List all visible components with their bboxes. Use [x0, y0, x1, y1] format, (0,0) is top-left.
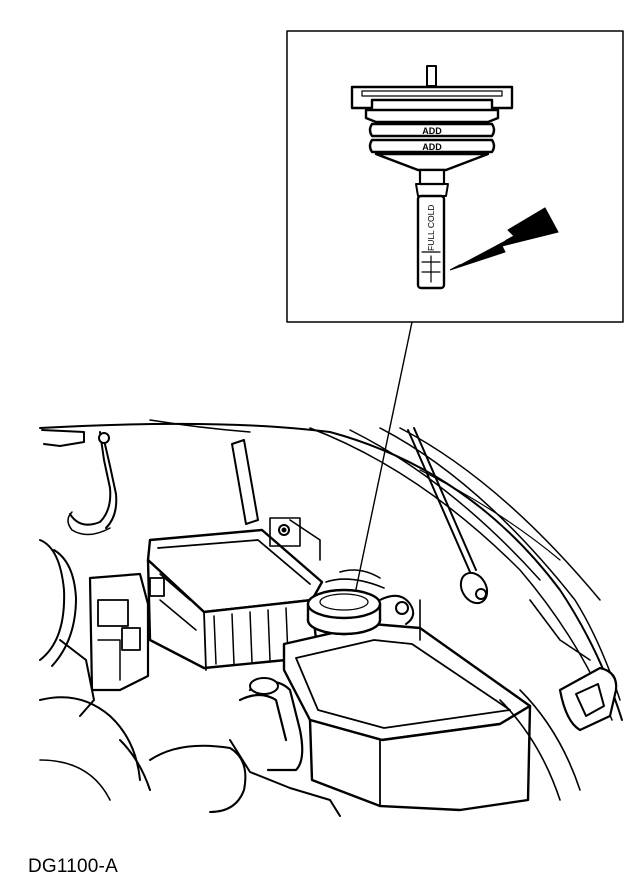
cap-ring-upper	[364, 108, 500, 124]
cap-top-plate	[350, 85, 514, 110]
pointer-arrow	[449, 207, 559, 271]
coolant-reservoir-body	[308, 704, 532, 812]
reservoir-cap	[306, 588, 382, 636]
dipstick-shaft	[416, 194, 446, 290]
hose-left	[39, 539, 66, 661]
lower-mark-text: ADD	[422, 142, 442, 152]
dipstick-neck	[418, 168, 446, 186]
figure-id-label: DG1100-A	[28, 856, 118, 877]
cap-taper	[374, 152, 490, 172]
full-cold-label: FULL COLD	[426, 205, 436, 251]
cap-handle-nub	[426, 65, 437, 87]
upper-mark-text: ADD	[422, 126, 442, 136]
engine-bay	[39, 419, 623, 817]
hood-prop-rod	[407, 427, 477, 573]
lower-engine-parts	[149, 744, 247, 813]
leader-line	[354, 321, 413, 595]
wiring-harness	[41, 429, 85, 447]
dipstick-detail-inset: ADD ADD FULL COLD	[286, 30, 624, 323]
hood-latch-bracket	[558, 666, 618, 732]
inset-frame	[286, 30, 624, 323]
